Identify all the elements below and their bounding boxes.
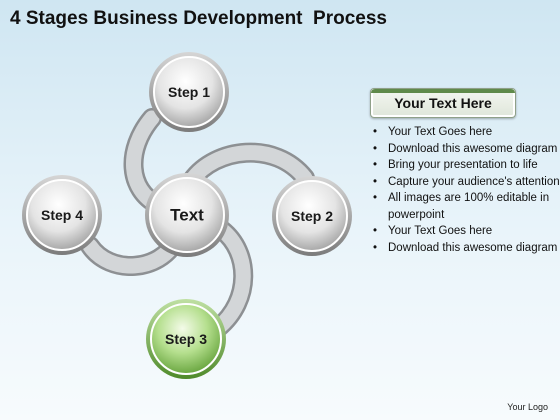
bullet-item: Your Text Goes here xyxy=(373,124,560,141)
connector-step2 xyxy=(182,142,315,190)
step3-label: Step 3 xyxy=(165,331,207,347)
node-step4: Step 4 xyxy=(22,175,102,255)
step2-label: Step 2 xyxy=(291,208,333,224)
bullet-item: All images are 100% editable in powerpoi… xyxy=(373,190,560,223)
bullet-item: Download this awesome diagram xyxy=(373,141,560,158)
center-label: Text xyxy=(170,206,204,225)
step4-label: Step 4 xyxy=(41,207,83,223)
banner-accent xyxy=(371,89,515,93)
panel-heading-banner: Your Text Here xyxy=(370,88,516,118)
panel-heading: Your Text Here xyxy=(394,95,492,111)
bullet-item: Your Text Goes here xyxy=(373,223,560,240)
connector-step3 xyxy=(208,220,254,338)
bullet-list: Your Text Goes here Download this awesom… xyxy=(372,124,560,256)
logo-text: Your Logo xyxy=(507,402,548,412)
bullet-item: Bring your presentation to life xyxy=(373,157,560,174)
bullet-item: Capture your audience's attention xyxy=(373,174,560,191)
node-step3: Step 3 xyxy=(146,299,226,379)
node-step1: Step 1 xyxy=(149,52,229,132)
node-step2: Step 2 xyxy=(272,176,352,256)
bullet-item: Download this awesome diagram xyxy=(373,240,560,257)
page-title: 4 Stages Business Development Process xyxy=(10,8,387,29)
node-center: Text xyxy=(145,173,229,257)
step1-label: Step 1 xyxy=(168,84,210,100)
